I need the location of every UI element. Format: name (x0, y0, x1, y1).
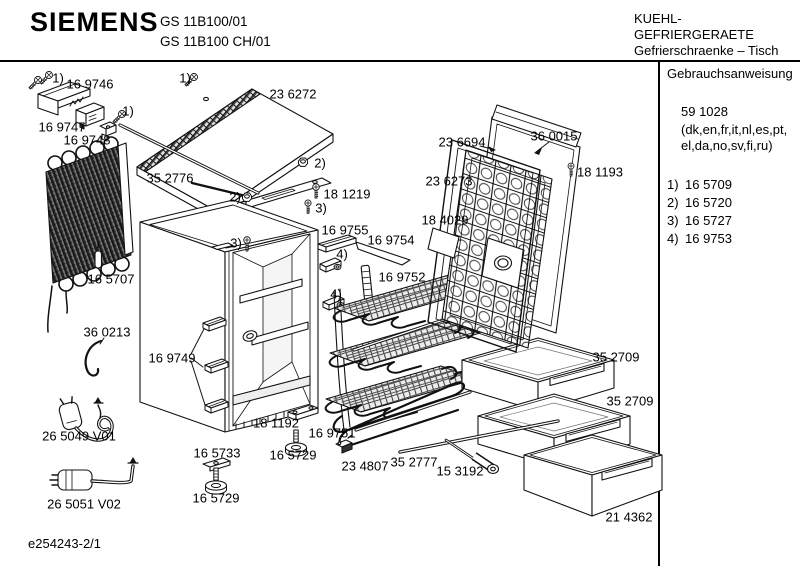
manual-number: 59 1028 (681, 104, 728, 119)
door-handle-strip (491, 104, 582, 155)
document-code: e254243-2/1 (28, 536, 102, 551)
spacer-rod (398, 419, 560, 454)
small-parts-top-left (28, 70, 127, 142)
door-assembly (427, 104, 582, 353)
suction-pipe (84, 337, 105, 377)
rating-plate (427, 227, 460, 259)
info-title: Gebrauchsanweisung (667, 66, 793, 81)
clamp-bracket (99, 121, 117, 142)
footnote-row: 1) 16 5709 (667, 177, 732, 192)
manual-languages: (dk,en,fr,it,nl,es,pt, el,da,no,sv,fi,ru… (681, 122, 788, 153)
footnote-row: 4) 16 9753 (667, 231, 732, 246)
category-line-1: KUEHL-GEFRIERGERAETE (634, 11, 754, 42)
cover-bracket (37, 81, 91, 116)
model-line-2: GS 11B100 CH/01 (160, 34, 271, 49)
door-inner-liner (441, 149, 553, 349)
info-panel-divider (658, 61, 660, 566)
brand-logo: SIEMENS (30, 7, 159, 37)
model-line-1: GS 11B100/01 (160, 14, 248, 29)
appliance-category: KUEHL-GEFRIERGERAETE Gefrierschraenke – … (634, 11, 800, 59)
wedge-trim (355, 241, 411, 266)
header-divider (0, 60, 800, 62)
small-clip (335, 434, 353, 454)
info-panel: Gebrauchsanweisung 59 1028 (dk,en,fr,it,… (667, 66, 797, 248)
hinge-parts (317, 234, 411, 311)
drier-capsule (94, 242, 103, 269)
condenser-coil (45, 136, 134, 333)
model-numbers: GS 11B100/01 GS 11B100 CH/01 (160, 12, 271, 52)
roller-pin (444, 438, 500, 475)
hinge-plate (287, 404, 319, 421)
door-gasket (427, 139, 541, 353)
power-cord-v02 (49, 457, 139, 491)
category-line-2: Gefrierschraenke – Tisch (634, 43, 779, 58)
footnote-row: 2) 16 5720 (667, 195, 732, 210)
starter-relay (69, 96, 105, 130)
capillary-rod (118, 123, 260, 199)
drawer-bottom (523, 434, 663, 517)
hinge-rail (317, 234, 357, 253)
bottom-coil (332, 381, 560, 475)
drawer-upper (461, 337, 615, 412)
rib-strip (360, 264, 373, 301)
power-cord-v01 (58, 396, 114, 442)
base-hardware (202, 404, 353, 495)
cabinet-body (139, 199, 319, 433)
footnote-row: 3) 16 5727 (667, 213, 732, 228)
